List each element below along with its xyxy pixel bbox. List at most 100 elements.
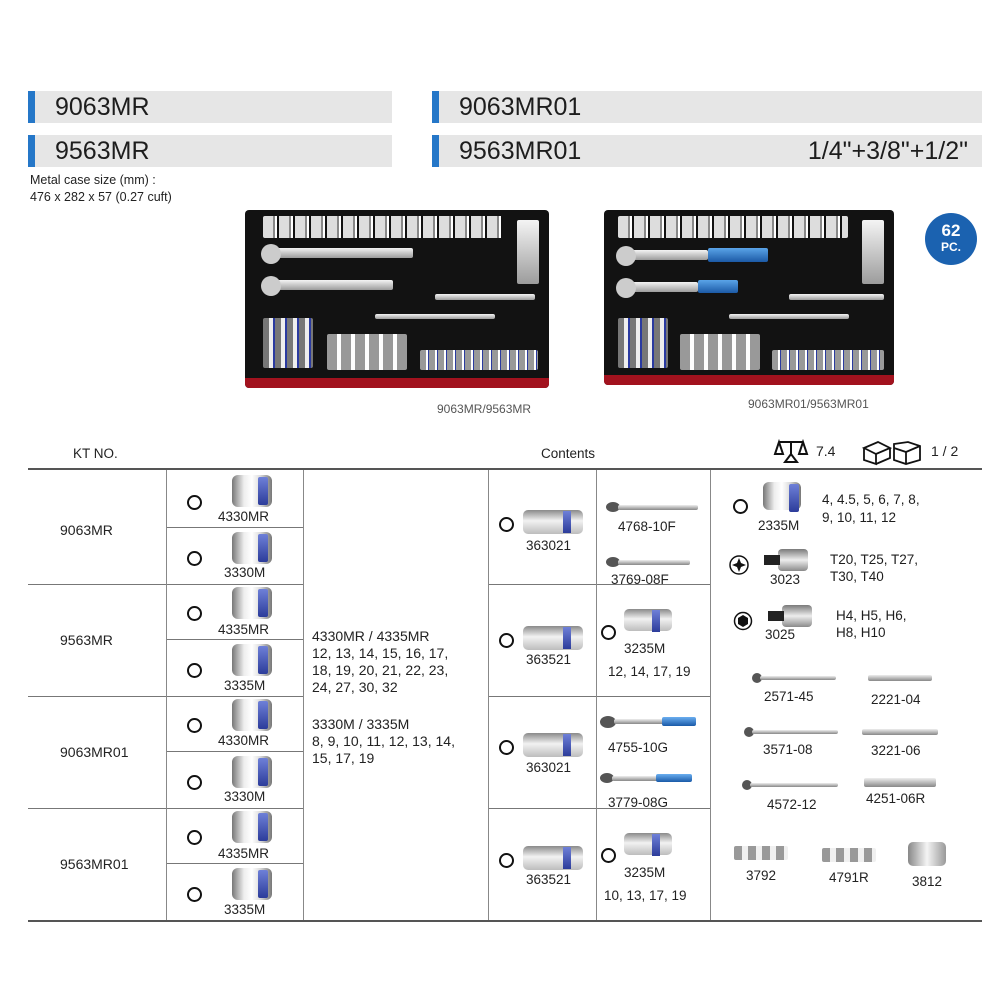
column-divider [166,470,167,920]
extension-bar-image [862,729,938,735]
spark-plug-socket-code: 363521 [526,652,572,667]
spark-plug-socket-code: 363521 [526,872,572,887]
adaptor-image [908,842,946,866]
socket-image [232,587,272,619]
tool-code: 2571-45 [764,689,814,704]
socket-image [232,868,272,900]
ratchet-head [600,716,616,728]
hex-icon [733,611,753,631]
hex-sizes: H4, H5, H6, H8, H10 [836,608,907,640]
option-circle [499,517,514,532]
option-circle [187,663,202,678]
cell-divider [166,527,303,528]
option-circle [187,887,202,902]
option-circle [187,606,202,621]
ratchet-head [606,502,620,512]
package-icon [861,441,921,466]
cell-divider [166,639,303,640]
socket-code: 3330M [224,789,266,804]
spark-plug-socket-image [523,733,583,757]
tool-code: 4791R [829,870,869,885]
caption-left: 9063MR/9563MR [437,402,532,416]
deep-socket-sizes: 10, 13, 17, 19 [604,888,687,903]
hex-bit-socket-image [768,605,812,627]
column-divider [488,470,489,920]
socket-code: 2335M [758,518,800,533]
cell-divider [166,751,303,752]
torx-sizes: T20, T25, T27, T30, T40 [830,552,919,584]
option-circle [187,830,202,845]
row-divider [488,808,710,809]
socket-sizes-quarter: 4, 4.5, 5, 6, 7, 8, 9, 10, 11, 12 [822,492,920,525]
deep-socket-code: 3235M [624,865,666,880]
tool-code: 3812 [912,874,943,889]
cell-divider [166,863,303,864]
ratchet-handle [656,774,692,782]
spinner-handle-head [744,727,754,737]
socket-sizes-small: 3330M / 3335M 8, 9, 10, 11, 12, 13, 14, … [312,716,455,766]
header-title: 9063MR [55,93,150,121]
spinner-handle-image [752,730,838,734]
option-circle [499,853,514,868]
extension-bar-image [864,778,936,787]
option-circle [187,718,202,733]
torx-icon [729,555,749,575]
table-top-border [28,468,982,470]
hex-bit-code: 3025 [765,627,796,642]
spark-plug-socket-code: 363021 [526,538,572,553]
column-header-kt-no: KT NO. [73,446,118,461]
universal-joint-image [734,846,788,860]
header-bar-9063mr: 9063MR [28,91,392,123]
ratchet-code: 4768-10F [618,519,676,534]
model-9563mr01: 9563MR01 [60,856,129,872]
deep-socket-image [624,833,672,856]
spinner-handle-image [760,676,836,680]
ratchet-code: 3769-08F [611,572,669,587]
header-bar-9563mr01: 9563MR01 1/4"+3/8"+1/2" [432,135,982,167]
case-image-9063mr01 [604,210,894,385]
ratchet-code: 4755-10G [608,740,669,755]
model-9563mr: 9563MR [60,632,113,648]
header-bar-9063mr01: 9063MR01 [432,91,982,123]
ratchet-image [618,505,698,510]
tool-code: 4251-06R [866,791,926,806]
case-image-9063mr [245,210,549,388]
socket-code: 3335M [224,902,266,917]
table-bottom-border [28,920,982,922]
ratchet-handle [662,717,696,726]
tool-code: 4572-12 [767,797,817,812]
header-title: 9563MR01 [459,137,582,165]
ratchet-head [606,557,620,567]
spinner-handle-head [742,780,752,790]
spinner-handle-head [752,673,762,683]
torx-bit-code: 3023 [770,572,801,587]
socket-image [232,475,272,507]
socket-code: 4330MR [218,733,270,748]
spark-plug-socket-image [523,510,583,534]
tool-code: 3792 [746,868,777,883]
package-value: 1 / 2 [931,443,959,459]
socket-code: 3330M [224,565,266,580]
header-title: 9563MR [55,137,150,165]
ratchet-image [614,719,664,724]
ratchet-head [600,773,614,783]
tool-code: 3571-08 [763,742,813,757]
universal-joint-image [822,848,876,862]
ratchet-code: 3779-08G [608,795,669,810]
header-bar-9563mr: 9563MR [28,135,392,167]
row-divider [28,696,303,697]
socket-image [232,699,272,731]
option-circle [187,495,202,510]
weight-icon [773,438,809,463]
tool-code: 2221-04 [871,692,921,707]
drive-sizes: 1/4"+3/8"+1/2" [807,137,968,165]
socket-image [232,644,272,676]
column-divider [596,470,597,920]
tool-code: 3221-06 [871,743,921,758]
socket-image [232,811,272,843]
column-header-contents: Contents [541,446,596,461]
ratchet-image [618,560,690,565]
torx-bit-socket-image [764,549,808,571]
socket-code: 4335MR [218,846,270,861]
row-divider [28,808,303,809]
